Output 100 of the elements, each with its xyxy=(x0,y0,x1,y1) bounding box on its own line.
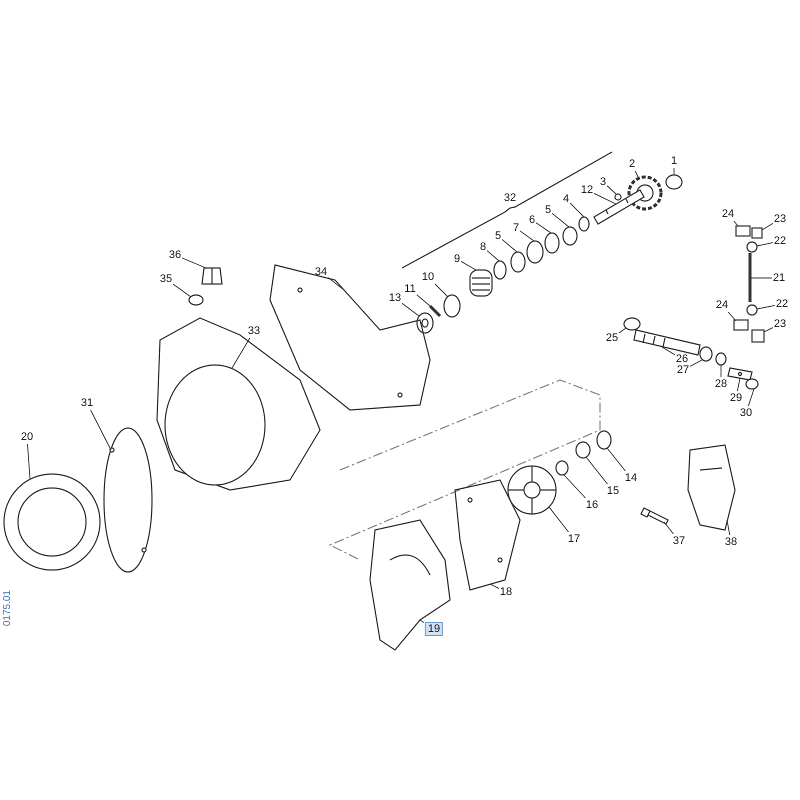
leader-line xyxy=(594,193,616,204)
drawing-code: 0175.01 xyxy=(2,590,13,626)
callout-number: 17 xyxy=(568,533,580,545)
leader-line xyxy=(728,312,736,322)
callout-number: 10 xyxy=(422,271,434,283)
leader-line xyxy=(460,260,476,270)
callout-number: 26 xyxy=(676,353,688,365)
callout-number: 22 xyxy=(776,298,788,310)
ring xyxy=(699,346,713,362)
clip xyxy=(735,225,751,237)
plate xyxy=(727,367,753,381)
leader-line xyxy=(232,338,250,368)
callout-number: 24 xyxy=(722,208,734,220)
callout-number: 15 xyxy=(606,485,620,497)
leader-line xyxy=(434,284,448,298)
nut xyxy=(745,378,759,390)
callout-number: 20 xyxy=(20,431,34,443)
bolt xyxy=(640,507,669,525)
leader-line xyxy=(536,222,552,234)
pin xyxy=(428,304,442,318)
leader-line xyxy=(564,474,586,498)
washer xyxy=(188,294,204,306)
callout-number: 12 xyxy=(580,184,594,196)
callout-number: 13 xyxy=(388,292,402,304)
leader-line xyxy=(328,277,344,290)
callout-number: 5 xyxy=(494,230,502,242)
leader-line xyxy=(552,212,570,228)
gasket xyxy=(103,427,153,573)
leader-line xyxy=(664,522,674,534)
callout-number: 1 xyxy=(670,155,678,167)
rod xyxy=(748,253,752,302)
callout-number: 6 xyxy=(528,214,536,226)
callout-number: 24 xyxy=(716,299,728,311)
callout-number: 2 xyxy=(628,158,636,170)
callout-number: 38 xyxy=(724,536,738,548)
leader-line xyxy=(726,520,730,536)
callout-number: 34 xyxy=(314,266,328,278)
leader-line xyxy=(634,170,640,180)
leader-line xyxy=(736,378,740,392)
callout-number: 27 xyxy=(676,364,690,376)
ring xyxy=(578,216,590,232)
leader-line xyxy=(172,284,192,298)
leader-line xyxy=(618,328,626,334)
leader-line xyxy=(748,388,754,406)
callout-number: 25 xyxy=(606,332,618,344)
washer xyxy=(544,232,560,254)
leader-line xyxy=(762,222,774,230)
washer xyxy=(555,460,569,476)
leader-line xyxy=(606,185,616,194)
callout-number: 32 xyxy=(504,192,516,204)
leader-line xyxy=(756,242,774,246)
washer xyxy=(596,430,612,450)
impeller xyxy=(507,465,557,515)
leader-line xyxy=(416,294,430,306)
washer xyxy=(715,352,727,366)
callout-number: 37 xyxy=(672,535,686,547)
cover xyxy=(687,444,736,531)
leader-line xyxy=(90,410,112,450)
leader-line xyxy=(182,258,206,268)
callout-number: 23 xyxy=(774,318,786,330)
leader-line xyxy=(420,620,424,623)
callout-number: 31 xyxy=(80,397,94,409)
leader-line xyxy=(690,360,702,367)
callout-number: 8 xyxy=(480,241,486,253)
bearing xyxy=(416,312,434,334)
callout-number: 29 xyxy=(730,392,742,404)
leader-line xyxy=(756,304,776,310)
spring xyxy=(469,269,493,297)
callout-number: 7 xyxy=(512,222,520,234)
callout-number: 16 xyxy=(586,499,598,511)
seal-ring xyxy=(526,240,544,264)
leader-line xyxy=(502,238,518,252)
callout-number: 18 xyxy=(500,586,512,598)
clip xyxy=(751,329,765,343)
washer xyxy=(510,251,526,273)
leader-line xyxy=(490,584,500,589)
leader-line xyxy=(586,456,608,484)
washer xyxy=(562,226,578,246)
leader-line xyxy=(27,444,30,480)
ball xyxy=(614,193,622,201)
clutch-cover xyxy=(156,317,321,491)
callout-number: 21 xyxy=(772,272,786,284)
bushing xyxy=(623,317,641,331)
leader-line xyxy=(402,302,420,316)
bearing-ring xyxy=(665,174,683,190)
leader-line xyxy=(720,364,722,378)
callout-number: 4 xyxy=(562,193,570,205)
leader-line xyxy=(764,327,774,332)
callout-number: 19 xyxy=(424,622,444,636)
ring xyxy=(746,304,758,316)
callout-number: 3 xyxy=(600,176,606,188)
leader-line xyxy=(486,250,500,262)
leader-line xyxy=(662,346,676,356)
clip xyxy=(733,319,749,331)
callout-number: 11 xyxy=(404,283,416,295)
washer xyxy=(575,441,591,459)
leader-line xyxy=(548,506,569,532)
pump-cover xyxy=(369,519,451,651)
washer xyxy=(493,260,507,280)
clip xyxy=(751,227,763,239)
